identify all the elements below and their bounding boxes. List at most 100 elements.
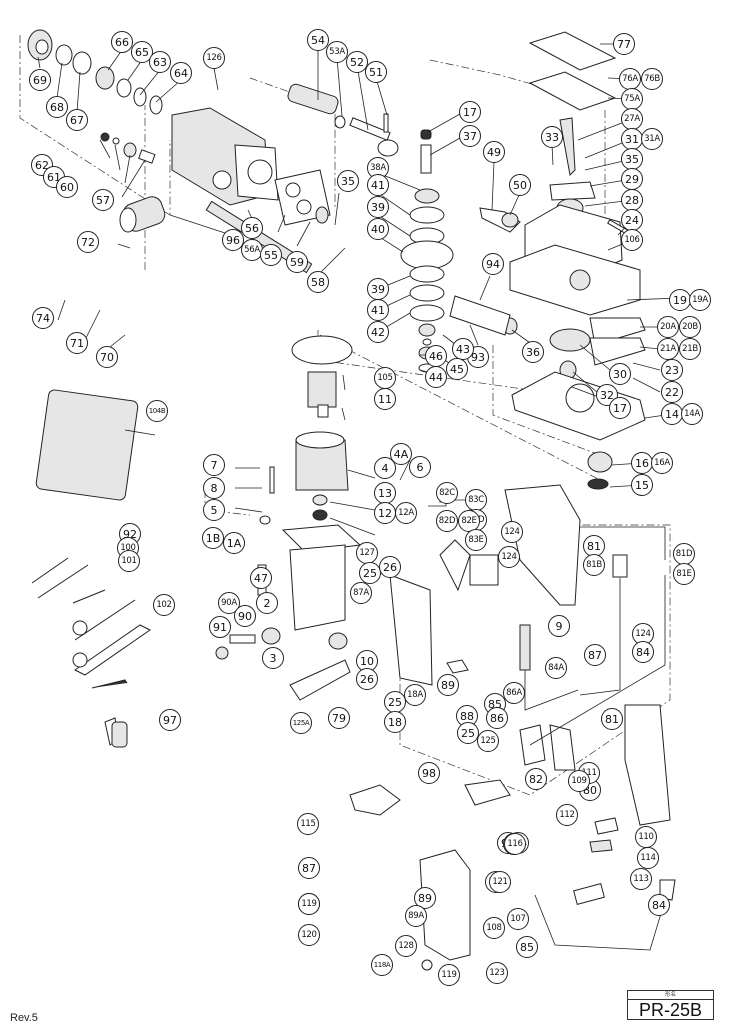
part-callout-37[interactable]: 37 xyxy=(459,125,481,147)
part-callout-28[interactable]: 28 xyxy=(621,189,643,211)
part-callout-84a[interactable]: 84A xyxy=(545,657,567,679)
part-callout-8[interactable]: 8 xyxy=(203,477,225,499)
part-callout-109[interactable]: 109 xyxy=(568,770,590,792)
part-callout-105[interactable]: 105 xyxy=(374,367,396,389)
part-callout-29[interactable]: 29 xyxy=(621,168,643,190)
part-callout-31[interactable]: 31 xyxy=(621,128,643,150)
part-callout-115[interactable]: 115 xyxy=(297,813,319,835)
part-callout-128[interactable]: 128 xyxy=(395,935,417,957)
part-callout-110[interactable]: 110 xyxy=(635,826,657,848)
part-callout-1b[interactable]: 1B xyxy=(202,527,224,549)
part-callout-44[interactable]: 44 xyxy=(425,366,447,388)
part-callout-74[interactable]: 74 xyxy=(32,307,54,329)
part-callout-114[interactable]: 114 xyxy=(637,847,659,869)
part-callout-108[interactable]: 108 xyxy=(483,917,505,939)
part-callout-101[interactable]: 101 xyxy=(118,550,140,572)
part-callout-25[interactable]: 25 xyxy=(384,691,406,713)
part-callout-97[interactable]: 97 xyxy=(159,709,181,731)
part-callout-14[interactable]: 14 xyxy=(661,403,683,425)
part-callout-76b[interactable]: 76B xyxy=(641,68,663,90)
part-callout-79[interactable]: 79 xyxy=(328,707,350,729)
part-callout-51[interactable]: 51 xyxy=(365,61,387,83)
part-callout-16a[interactable]: 16A xyxy=(651,452,673,474)
part-callout-21a[interactable]: 21A xyxy=(657,338,679,360)
part-callout-90a[interactable]: 90A xyxy=(218,592,240,614)
part-callout-69[interactable]: 69 xyxy=(29,69,51,91)
part-callout-82c[interactable]: 82C xyxy=(436,482,458,504)
part-callout-113[interactable]: 113 xyxy=(630,868,652,890)
part-callout-82d[interactable]: 82D xyxy=(436,510,458,532)
part-callout-121[interactable]: 121 xyxy=(489,871,511,893)
part-callout-11[interactable]: 11 xyxy=(374,388,396,410)
part-callout-107[interactable]: 107 xyxy=(507,908,529,930)
part-callout-20b[interactable]: 20B xyxy=(679,316,701,338)
part-callout-35[interactable]: 35 xyxy=(337,170,359,192)
part-callout-17[interactable]: 17 xyxy=(459,101,481,123)
part-callout-89a[interactable]: 89A xyxy=(405,905,427,927)
part-callout-3[interactable]: 3 xyxy=(262,647,284,669)
part-callout-41[interactable]: 41 xyxy=(367,299,389,321)
part-callout-120[interactable]: 120 xyxy=(298,924,320,946)
part-callout-63[interactable]: 63 xyxy=(149,51,171,73)
part-callout-56[interactable]: 56 xyxy=(241,217,263,239)
part-callout-102[interactable]: 102 xyxy=(153,594,175,616)
part-callout-14a[interactable]: 14A xyxy=(681,403,703,425)
part-callout-27a[interactable]: 27A xyxy=(621,108,643,130)
part-callout-106[interactable]: 106 xyxy=(621,229,643,251)
part-callout-90[interactable]: 90 xyxy=(234,605,256,627)
part-callout-98[interactable]: 98 xyxy=(418,762,440,784)
part-callout-42[interactable]: 42 xyxy=(367,321,389,343)
part-callout-125[interactable]: 125 xyxy=(477,730,499,752)
part-callout-85[interactable]: 85 xyxy=(516,936,538,958)
part-callout-7[interactable]: 7 xyxy=(203,454,225,476)
part-callout-125a[interactable]: 125A xyxy=(290,712,312,734)
part-callout-23[interactable]: 23 xyxy=(661,359,683,381)
part-callout-21b[interactable]: 21B xyxy=(679,338,701,360)
part-callout-94[interactable]: 94 xyxy=(482,253,504,275)
part-callout-58[interactable]: 58 xyxy=(307,271,329,293)
part-callout-84[interactable]: 84 xyxy=(648,894,670,916)
part-callout-22[interactable]: 22 xyxy=(661,381,683,403)
part-callout-5[interactable]: 5 xyxy=(203,499,225,521)
part-callout-49[interactable]: 49 xyxy=(483,141,505,163)
part-callout-9[interactable]: 9 xyxy=(548,615,570,637)
part-callout-33[interactable]: 33 xyxy=(541,126,563,148)
part-callout-19a[interactable]: 19A xyxy=(689,289,711,311)
part-callout-40[interactable]: 40 xyxy=(367,218,389,240)
part-callout-1a[interactable]: 1A xyxy=(223,532,245,554)
part-callout-55[interactable]: 55 xyxy=(260,244,282,266)
part-callout-82e[interactable]: 82E xyxy=(458,510,480,532)
part-callout-30[interactable]: 30 xyxy=(609,363,631,385)
part-callout-20a[interactable]: 20A xyxy=(657,316,679,338)
part-callout-127[interactable]: 127 xyxy=(356,542,378,564)
part-callout-66[interactable]: 66 xyxy=(111,31,133,53)
part-callout-119[interactable]: 119 xyxy=(438,964,460,986)
part-callout-59[interactable]: 59 xyxy=(286,251,308,273)
part-callout-84[interactable]: 84 xyxy=(632,641,654,663)
part-callout-17[interactable]: 17 xyxy=(609,397,631,419)
part-callout-41[interactable]: 41 xyxy=(367,174,389,196)
part-callout-16[interactable]: 16 xyxy=(631,452,653,474)
part-callout-31a[interactable]: 31A xyxy=(641,128,663,150)
part-callout-70[interactable]: 70 xyxy=(96,346,118,368)
part-callout-81d[interactable]: 81D xyxy=(673,543,695,565)
part-callout-52[interactable]: 52 xyxy=(346,51,368,73)
part-callout-4[interactable]: 4 xyxy=(374,457,396,479)
part-callout-12a[interactable]: 12A xyxy=(395,502,417,524)
part-callout-96[interactable]: 96 xyxy=(222,229,244,251)
part-callout-68[interactable]: 68 xyxy=(46,96,68,118)
part-callout-18a[interactable]: 18A xyxy=(404,684,426,706)
part-callout-75a[interactable]: 75A xyxy=(621,88,643,110)
part-callout-64[interactable]: 64 xyxy=(170,62,192,84)
part-callout-50[interactable]: 50 xyxy=(509,174,531,196)
part-callout-118a[interactable]: 118A xyxy=(371,954,393,976)
part-callout-26[interactable]: 26 xyxy=(379,556,401,578)
part-callout-123[interactable]: 123 xyxy=(486,962,508,984)
part-callout-89[interactable]: 89 xyxy=(437,674,459,696)
part-callout-26[interactable]: 26 xyxy=(356,668,378,690)
part-callout-71[interactable]: 71 xyxy=(66,332,88,354)
part-callout-65[interactable]: 65 xyxy=(131,41,153,63)
part-callout-35[interactable]: 35 xyxy=(621,148,643,170)
part-callout-86a[interactable]: 86A xyxy=(503,682,525,704)
part-callout-39[interactable]: 39 xyxy=(367,278,389,300)
